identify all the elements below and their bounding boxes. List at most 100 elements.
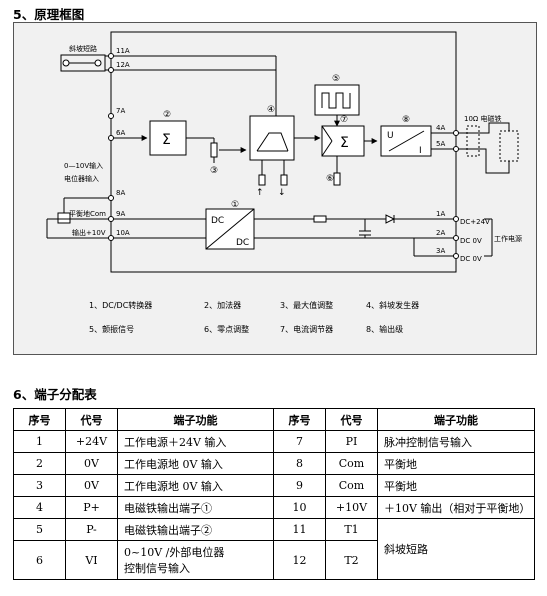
cell-function: 工作电源地 0V 输入 (117, 474, 274, 497)
balance-com-label: 平衡地Com (69, 209, 106, 218)
header-no: 序号 (13, 408, 66, 431)
terminal-label: 9A (116, 210, 125, 218)
cell-function: 0~10V /外部电位器 控制信号输入 (117, 540, 274, 580)
cell-no: 9 (273, 474, 326, 497)
table-row: 5 P- 电磁铁输出端子② 11 T1 斜坡短路 (13, 518, 535, 580)
cell-code: 0V (65, 474, 118, 497)
legend-item: 1、DC/DC转换器 (89, 300, 152, 310)
cell-no: 8 (273, 452, 326, 475)
circled-number-5: ⑤ (332, 74, 340, 84)
header-no: 序号 (273, 408, 326, 431)
circled-number-4: ④ (267, 105, 275, 115)
cell-code: +10V (325, 496, 378, 519)
legend-item: 6、零点调整 (204, 324, 249, 334)
circled-number-2: ② (163, 110, 171, 120)
dc-0v-label-b: DC 0V (460, 255, 482, 263)
cell-code: Com (325, 474, 378, 497)
cell-no: 1 (13, 430, 66, 453)
dc-0v-label-a: DC 0V (460, 237, 482, 245)
legend-item: 8、输出级 (366, 324, 403, 334)
table-row: 4 P+ 电磁铁输出端子① 10 +10V ＋10V 输出（相对于平衡地） (13, 496, 535, 519)
cell-no: 10 (273, 496, 326, 519)
cell-code: P- (65, 518, 118, 541)
terminal-label: 8A (116, 189, 125, 197)
cell-function-line: 0~10V /外部电位器 (124, 546, 225, 559)
cell-no: 6 (13, 540, 66, 580)
cell-no: 2 (13, 452, 66, 475)
pot-input-label: 电位器输入 (64, 174, 99, 183)
ramp-down-arrow: ↓ (278, 188, 286, 198)
dc-24v-label: DC+24V (460, 218, 490, 226)
cell-no: 3 (13, 474, 66, 497)
cell-function: 电磁铁输出端子② (117, 518, 274, 541)
circled-number-1: ① (231, 200, 239, 210)
terminal-label: 1A (436, 210, 445, 218)
circled-number-6: ⑥ (326, 174, 334, 184)
cell-no: 7 (273, 430, 326, 453)
terminal-label: 11A (116, 47, 130, 55)
header-function: 端子功能 (117, 408, 274, 431)
cell-function: 平衡地 (377, 474, 535, 497)
dcdc-in-label: DC (211, 216, 224, 226)
table-header-row: 序号 代号 端子功能 序号 代号 端子功能 (13, 408, 535, 431)
cell-function-line: 控制信号输入 (124, 562, 190, 575)
input-0-10v-label: 0—10V输入 (64, 161, 103, 170)
circled-number-8: ⑧ (402, 115, 410, 125)
terminal-label: 12A (116, 61, 130, 69)
cell-code: T2 (325, 540, 378, 580)
terminal-label: 10A (116, 229, 130, 237)
cell-no: 12 (273, 540, 326, 580)
dcdc-out-label: DC (236, 238, 249, 248)
terminal-label: 2A (436, 229, 445, 237)
cell-code: PI (325, 430, 378, 453)
ramp-short-label: 斜坡短路 (69, 44, 97, 53)
cell-code: +24V (65, 430, 118, 453)
cell-no: 11 (273, 518, 326, 541)
legend-item: 7、电流调节器 (280, 324, 333, 334)
regulator-sigma-symbol: Σ (340, 135, 349, 151)
table-row: 6 VI 0~10V /外部电位器 控制信号输入 12 T2 (13, 540, 535, 580)
cell-code: Com (325, 452, 378, 475)
legend-item: 3、最大值调整 (280, 300, 333, 310)
ramp-up-arrow: ↑ (256, 188, 264, 198)
cell-function: 平衡地 (377, 452, 535, 475)
section-6-title: 6、端子分配表 (13, 387, 97, 402)
cell-function: 脉冲控制信号输入 (377, 430, 535, 453)
header-function: 端子功能 (377, 408, 535, 431)
circled-number-7: ⑦ (340, 115, 348, 125)
coil-label: 10Ω 电磁铁 (464, 114, 501, 123)
cell-code: VI (65, 540, 118, 580)
terminal-table: 序号 代号 端子功能 序号 代号 端子功能 1 +24V 工作电源＋24V 输入… (13, 408, 535, 580)
table-row: 2 0V 工作电源地 0V 输入 8 Com 平衡地 (13, 452, 535, 475)
block-diagram-frame: 11A 12A 7A 6A 8A 9A 10A 1A 2A 3A 4A 5A 斜… (13, 22, 537, 355)
legend-item: 5、颤振信号 (89, 324, 134, 334)
cell-code: 0V (65, 452, 118, 475)
work-power-label: 工作电源 (494, 234, 522, 243)
circled-number-3: ③ (210, 166, 218, 176)
block-diagram: 11A 12A 7A 6A 8A 9A 10A 1A 2A 3A 4A 5A 斜… (46, 31, 522, 334)
section-5-title: 5、原理框图 (13, 7, 85, 22)
legend-item: 2、加法器 (204, 300, 241, 310)
cell-no: 5 (13, 518, 66, 541)
legend-item: 4、斜坡发生器 (366, 300, 419, 310)
adder-sigma-symbol: Σ (162, 132, 171, 148)
cell-code: P+ (65, 496, 118, 519)
cell-function: 斜坡短路 (377, 518, 535, 580)
output-10v-label: 输出+10V (72, 228, 106, 237)
terminal-label: 5A (436, 140, 445, 148)
cell-function: 电磁铁输出端子① (117, 496, 274, 519)
cell-function: 工作电源地 0V 输入 (117, 452, 274, 475)
cell-no: 4 (13, 496, 66, 519)
terminal-label: 6A (116, 129, 125, 137)
terminal-label: 4A (436, 124, 445, 132)
table-row: 1 +24V 工作电源＋24V 输入 7 PI 脉冲控制信号输入 (13, 430, 535, 453)
cell-code: T1 (325, 518, 378, 541)
output-stage-i-label: I (419, 146, 422, 156)
header-code: 代号 (325, 408, 378, 431)
cell-function: ＋10V 输出（相对于平衡地） (377, 496, 535, 519)
terminal-label: 7A (116, 107, 125, 115)
header-code: 代号 (65, 408, 118, 431)
cell-function: 工作电源＋24V 输入 (117, 430, 274, 453)
table-row: 3 0V 工作电源地 0V 输入 9 Com 平衡地 (13, 474, 535, 497)
output-stage-u-label: U (387, 131, 394, 141)
